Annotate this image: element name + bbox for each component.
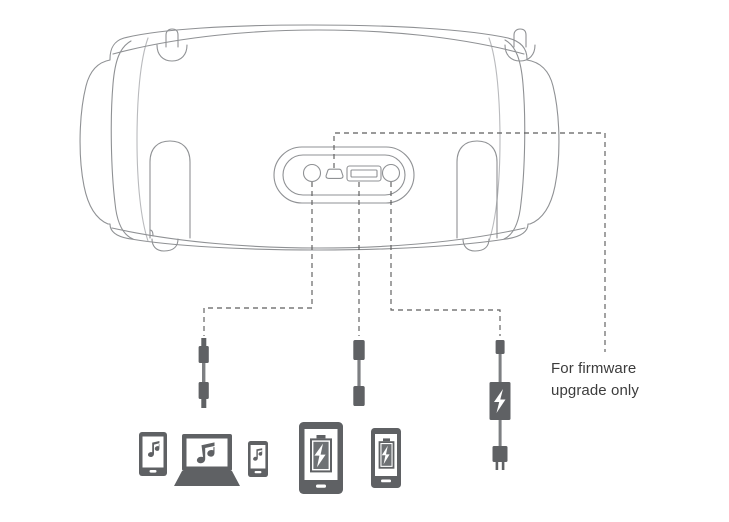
wall-plug-prong-right: [501, 462, 505, 470]
music-note-icon: [196, 442, 215, 464]
leader-aux: [203, 182, 313, 336]
aux-port-icon: [302, 163, 322, 183]
wall-plug-prong-left: [495, 462, 499, 470]
speaker-foot-left: [151, 238, 179, 252]
usb-a-port-slot: [350, 169, 378, 178]
usb-plug-top: [353, 340, 365, 360]
dc-in-port-icon: [381, 163, 401, 183]
speaker-foot-right: [462, 238, 490, 252]
aux-cable-wire: [202, 346, 206, 400]
phone-music-device: [248, 441, 268, 477]
leader-dc: [390, 182, 501, 336]
laptop-music-device: [174, 434, 240, 486]
music-note-icon: [253, 448, 263, 461]
speaker-illustration: [79, 24, 560, 252]
port-cover-panel: [273, 146, 415, 204]
tablet-music-home-button: [149, 470, 157, 473]
lightning-bolt-icon: [381, 445, 390, 465]
speaker-top-edge: [112, 29, 525, 55]
tablet-music-device: [139, 432, 167, 476]
phone-music-home-button: [254, 471, 262, 474]
lightning-bolt-icon: [494, 389, 506, 413]
battery-charging-icon: [310, 435, 332, 473]
power-adapter-cable: [489, 340, 511, 470]
passive-radiator-left: [149, 140, 191, 239]
phone-charging-home-button: [381, 479, 391, 483]
adapter-wire-lower: [498, 420, 502, 448]
callout-leader-lines: [203, 132, 606, 352]
strap-loop-right-post: [513, 28, 527, 48]
charging-devices-group: [299, 422, 401, 494]
strap-loop-right: [504, 44, 536, 62]
passive-radiator-left-foot: [149, 229, 154, 237]
speaker-bottom-edge: [111, 227, 526, 249]
audio-source-devices-group: [139, 432, 268, 486]
aux-plug-top-body: [198, 346, 209, 363]
music-note-icon: [148, 441, 160, 457]
firmware-note-line-1: For firmware: [551, 360, 637, 377]
phone-music-screen: [250, 445, 266, 469]
port-panel-inner: [282, 154, 406, 196]
strap-loop-left-post: [165, 28, 179, 48]
firmware-note-line-2: upgrade only: [551, 382, 639, 399]
adapter-wire-upper: [498, 352, 502, 384]
aux-plug-bottom-body: [198, 382, 209, 399]
usb-a-port-icon: [346, 165, 382, 182]
usb-cable-wire: [357, 348, 361, 392]
lightning-bolt-icon: [314, 443, 326, 468]
port-panel-outer: [273, 146, 415, 204]
usb-plug-bottom: [353, 386, 365, 406]
phone-charging-device: [371, 428, 401, 488]
adapter-dc-plug: [495, 340, 505, 354]
firmware-upgrade-note: For firmware upgrade only: [551, 358, 639, 402]
tablet-charging-device: [299, 422, 343, 494]
battery-cap: [383, 438, 390, 442]
battery-charging-icon: [378, 438, 395, 469]
speaker-right-seam: [488, 37, 501, 242]
laptop-music-base: [174, 471, 240, 486]
battery-cap: [316, 435, 326, 439]
passive-radiator-right: [456, 140, 498, 239]
leader-firmware: [333, 132, 606, 352]
laptop-music-screen: [186, 438, 228, 467]
speaker-body-outline: [79, 24, 560, 251]
tablet-charging-home-button: [316, 484, 326, 488]
aux-cable: [198, 338, 209, 408]
micro-usb-port-icon: [325, 168, 344, 179]
strap-loop-left: [156, 44, 188, 62]
speaker-left-crease: [110, 40, 134, 240]
wall-plug-body: [492, 446, 508, 462]
usb-cable: [353, 340, 365, 406]
speaker-right-crease: [503, 39, 526, 240]
aux-plug-bottom-tip: [201, 399, 207, 408]
speaker-left-seam: [136, 37, 149, 242]
aux-plug-top-tip: [201, 338, 207, 346]
